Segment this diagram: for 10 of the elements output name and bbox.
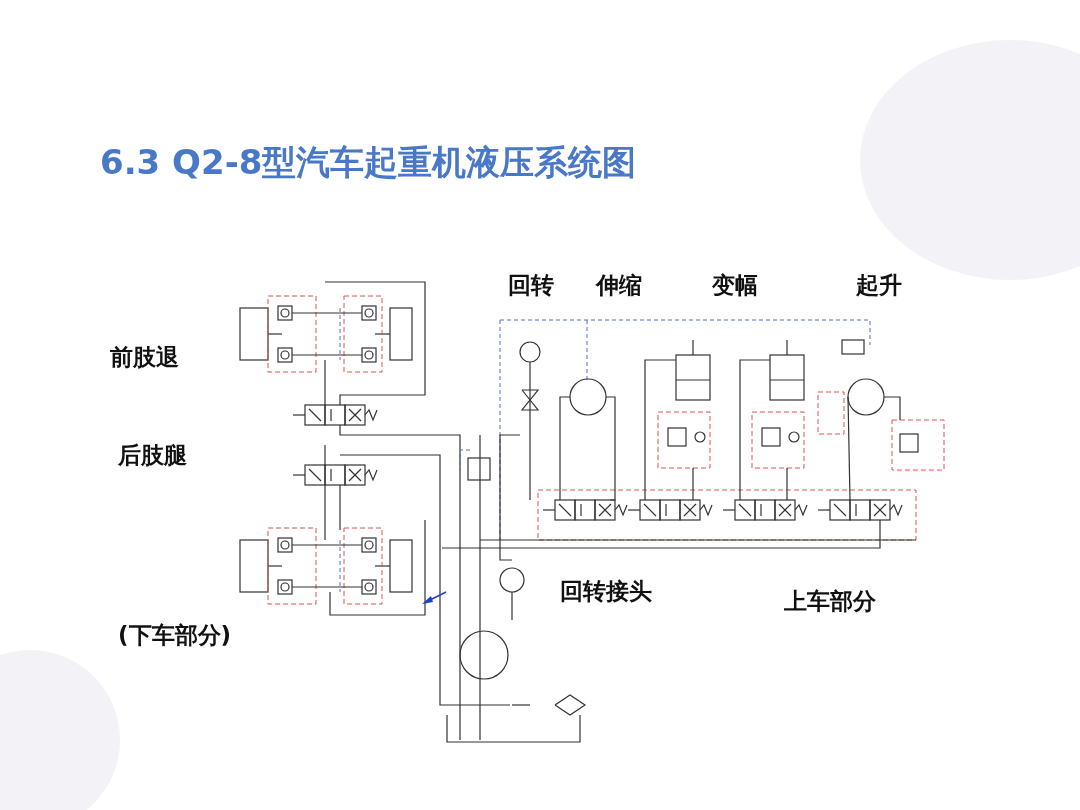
section-label: 回转 (508, 271, 554, 300)
section-label: 回转接头 (560, 577, 652, 606)
section-label: 上车部分 (784, 587, 876, 616)
section-label: 前肢退 (110, 343, 179, 372)
section-label: 伸缩 (596, 271, 642, 300)
section-label: 后肢腿 (118, 441, 187, 470)
page-title: 6.3 Q2-8型汽车起重机液压系统图 (100, 141, 637, 184)
section-label: 变幅 (712, 271, 758, 300)
section-label: 起升 (856, 271, 902, 300)
section-label: (下车部分) (118, 621, 232, 650)
